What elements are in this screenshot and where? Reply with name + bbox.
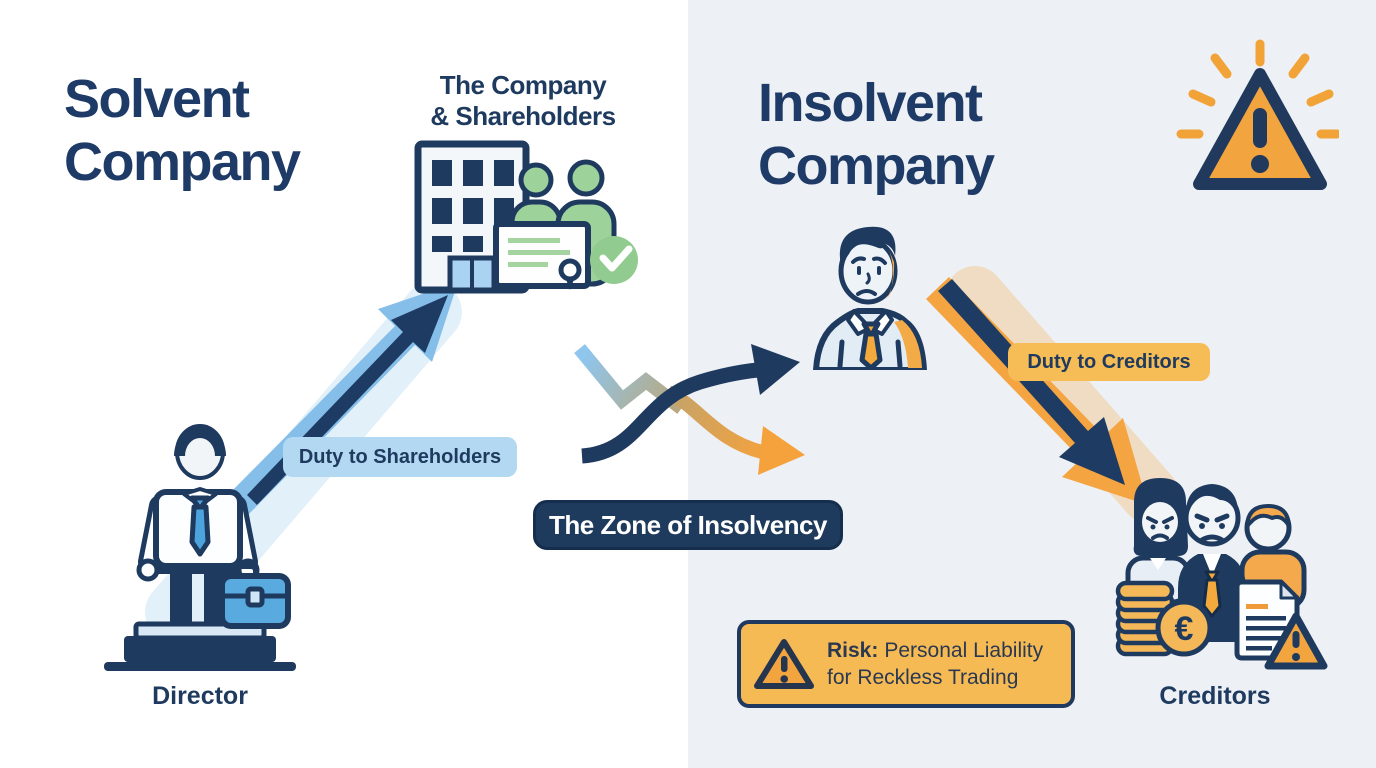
solvency-curve-arrowhead — [751, 344, 800, 395]
insolvent-company-title: Insolvent Company — [758, 73, 995, 196]
warning-exclamation-bar — [1253, 108, 1267, 148]
risk-banner: Risk:Personal Liability for Reckless Tra… — [737, 620, 1075, 708]
risk-line2: for Reckless Trading — [827, 666, 1019, 689]
warning-exclamation-dot — [1251, 155, 1269, 173]
pedestal-icon — [104, 621, 296, 671]
director-label: Director — [152, 682, 248, 710]
downward-arrow-inner — [938, 279, 1125, 485]
company-shareholders-icon — [414, 140, 638, 294]
creditors-warning-triangle-icon — [1264, 612, 1328, 670]
worried-brow-right — [872, 256, 887, 265]
company-shareholders-label: The Company & Shareholders — [398, 70, 648, 131]
director-hair — [174, 426, 226, 456]
warning-triangle-icon — [1176, 39, 1339, 190]
company-label-line1: The Company — [439, 70, 607, 100]
euro-coin-icon: € — [1155, 599, 1213, 657]
duty-to-shareholders-badge: Duty to Shareholders — [283, 437, 517, 477]
solvent-company-title: Solvent Company — [64, 69, 301, 192]
risk-text: Risk:Personal Liability for Reckless Tra… — [827, 637, 1043, 692]
share-certificate-icon — [493, 221, 591, 290]
solvency-curve-arrow — [581, 362, 759, 464]
zone-of-insolvency-badge: The Zone of Insolvency — [533, 500, 843, 550]
risk-prefix: Risk: — [827, 638, 879, 662]
creditors-icon: € — [1115, 478, 1328, 670]
worried-hair — [839, 226, 896, 282]
duty-to-creditors-badge: Duty to Creditors — [1008, 343, 1210, 381]
worried-cheek-stripe — [886, 248, 895, 300]
briefcase-icon — [219, 563, 291, 629]
insolvency-curve-arrow — [664, 385, 764, 459]
insolvency-curve-arrowhead — [758, 426, 805, 475]
worried-director-icon — [812, 226, 928, 370]
downtrend-zigzag-icon — [574, 344, 686, 414]
worried-shirt-orange-stripe — [894, 320, 922, 368]
creditors-label: Creditors — [1159, 682, 1271, 710]
director-tie — [189, 495, 211, 557]
worried-nose — [865, 272, 871, 285]
check-circle-icon — [590, 236, 638, 284]
company-label-line2: & Shareholders — [430, 100, 616, 131]
worried-frown — [856, 289, 877, 296]
worried-brow-left — [851, 256, 866, 264]
shirt-seam-left — [837, 339, 845, 369]
shirt-seam-right — [895, 339, 903, 369]
director-icon — [104, 424, 296, 671]
warning-rays — [1176, 39, 1339, 139]
worried-tie — [859, 321, 883, 370]
director-hand-left — [136, 558, 160, 582]
euro-symbol: € — [1175, 610, 1194, 648]
risk-line1: Personal Liability — [884, 638, 1044, 662]
risk-warning-triangle-icon — [754, 639, 814, 689]
